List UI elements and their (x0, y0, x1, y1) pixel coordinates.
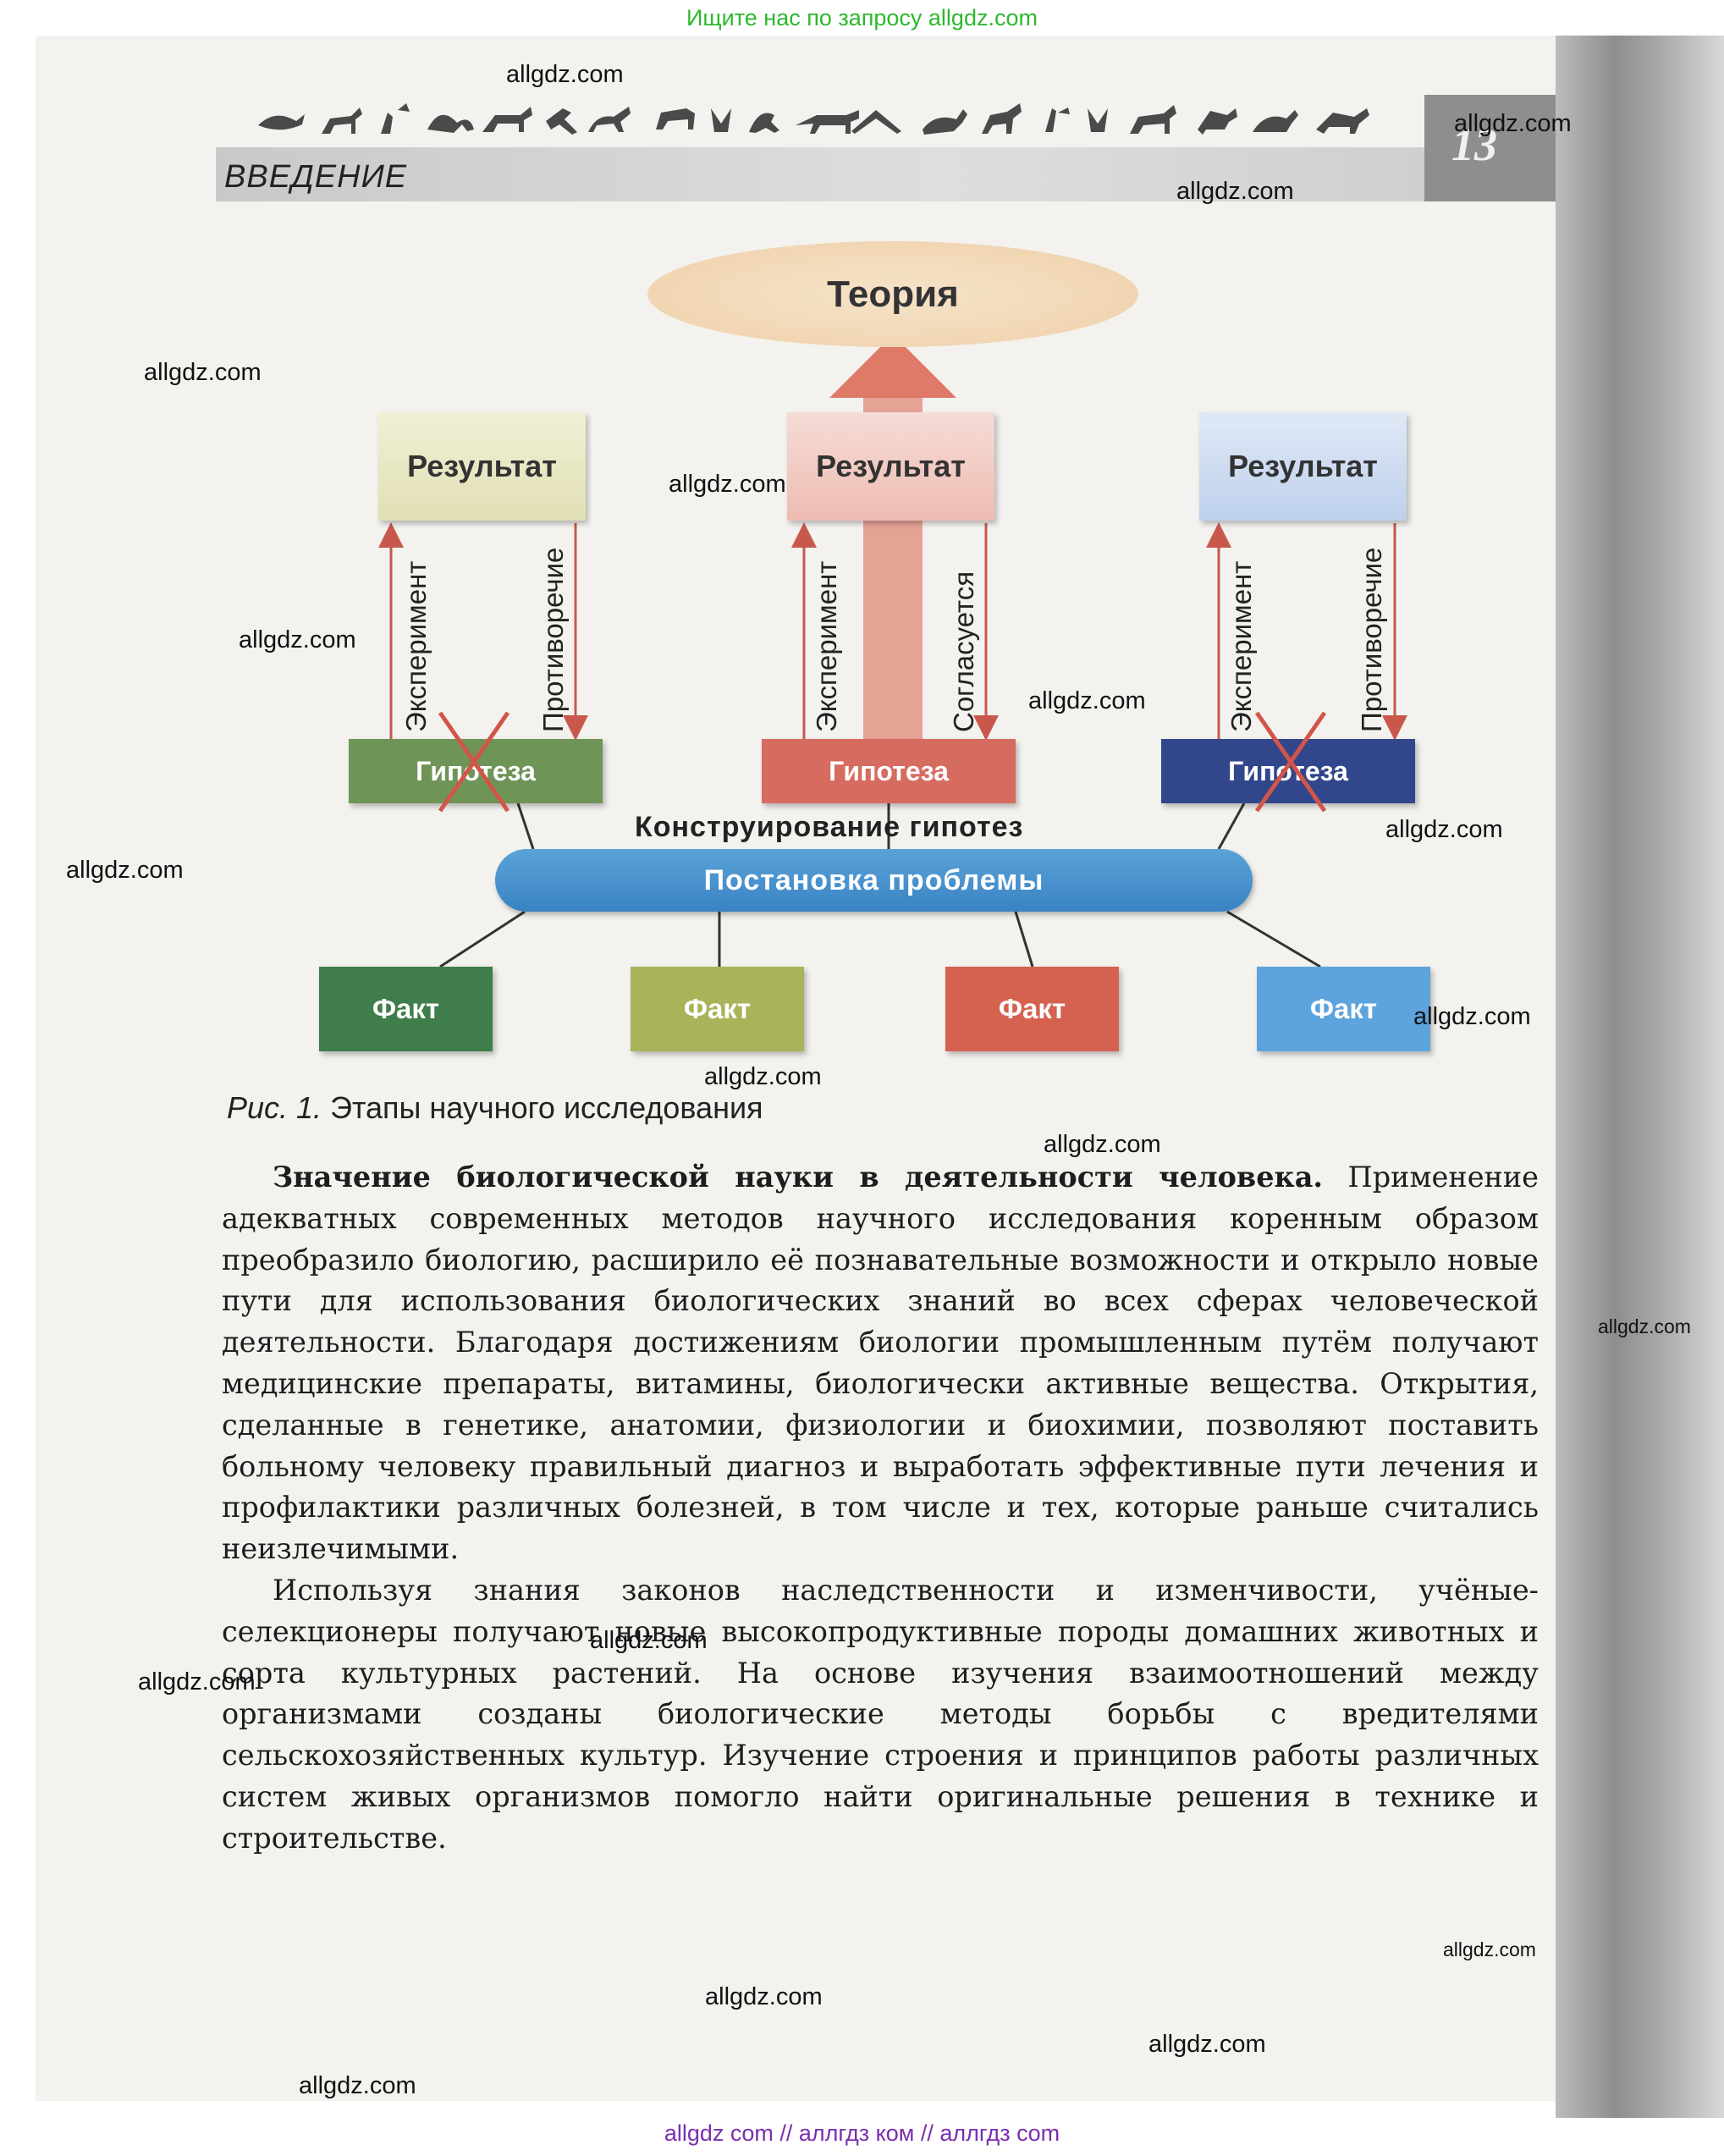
watermark: allgdz.com (506, 61, 624, 88)
paragraph-heading: Значение биологической науки в деятельно… (273, 1161, 1324, 1194)
label-experiment-middle: Эксперимент (811, 561, 842, 732)
watermark: allgdz.com (1148, 2031, 1266, 2058)
watermark: allgdz.com (1598, 1315, 1691, 1337)
watermark: allgdz.com (1176, 178, 1294, 205)
hypothesis-box-middle: Гипотеза (762, 739, 1016, 803)
animal-silhouettes-decoration (258, 103, 1369, 135)
hypothesis-box-left: Гипотеза (349, 739, 603, 803)
watermark: allgdz.com (1385, 816, 1503, 843)
label-experiment-right: Эксперимент (1226, 561, 1257, 732)
connector-line (1226, 910, 1321, 968)
section-header-bar (216, 147, 1424, 201)
watermark: allgdz.com (590, 1627, 708, 1654)
result-box-left: Результат (378, 412, 586, 521)
hypothesis-box-right: Гипотеза (1161, 739, 1415, 803)
body-text: Значение биологической науки в деятельно… (222, 1157, 1539, 1860)
page-edge-shadow (1556, 36, 1724, 2118)
fact-box-4: Факт (1257, 967, 1430, 1051)
construct-hypotheses-label: Конструирование гипотез (635, 811, 1024, 843)
label-experiment-left: Эксперимент (400, 561, 432, 732)
label-contradiction-right: Противоречие (1356, 548, 1387, 732)
fact-box-3: Факт (945, 967, 1119, 1051)
watermark: allgdz.com (705, 1983, 823, 2010)
figure-caption: Рис. 1. Этапы научного исследования (227, 1090, 763, 1126)
problem-statement-bar: Постановка проблемы (495, 849, 1253, 912)
result-box-middle: Результат (787, 412, 994, 521)
watermark: allgdz.com (299, 2072, 416, 2099)
paragraph-1-text: Применение адекватных современных методо… (222, 1161, 1539, 1566)
connector-line (1014, 911, 1034, 968)
watermark: allgdz.com (704, 1063, 822, 1090)
paragraph-2: Используя знания законов наследственност… (222, 1573, 1539, 1855)
watermark: allgdz.com (1443, 1938, 1536, 1960)
page-number: 13 (1451, 119, 1497, 170)
label-agrees-middle: Согласуется (948, 571, 979, 732)
theory-ellipse: Теория (647, 241, 1138, 347)
watermark: allgdz.com (669, 471, 786, 498)
watermark: allgdz.com (1413, 1003, 1531, 1030)
paragraph-1: Значение биологической науки в деятельно… (222, 1157, 1539, 1570)
figure-number: Рис. 1. (227, 1090, 322, 1125)
main-arrow-to-theory (829, 334, 956, 741)
result-box-right: Результат (1199, 412, 1407, 521)
figure-title: Этапы научного исследования (330, 1090, 763, 1125)
connector-line (516, 802, 535, 850)
label-contradiction-left: Противоречие (537, 548, 569, 732)
fact-box-2: Факт (631, 967, 804, 1051)
watermark: allgdz.com (1028, 687, 1146, 714)
connector-line (1217, 802, 1246, 850)
watermark: allgdz.com (1044, 1131, 1161, 1158)
section-title: ВВЕДЕНИЕ (224, 159, 408, 195)
watermark: allgdz.com (144, 359, 262, 386)
watermark: allgdz.com (138, 1668, 256, 1696)
site-banner[interactable]: Ищите нас по запросу allgdz.com (686, 5, 1038, 30)
connector-line (439, 910, 526, 968)
watermark: allgdz.com (66, 857, 184, 884)
watermark: allgdz.com (1454, 110, 1572, 137)
footer-banner[interactable]: allgdz com // аллгдз ком // аллгдз com (664, 2120, 1060, 2146)
watermark: allgdz.com (239, 626, 356, 653)
page-number-tab (1424, 95, 1556, 201)
fact-box-1: Факт (319, 967, 493, 1051)
book-page (36, 36, 1559, 2101)
